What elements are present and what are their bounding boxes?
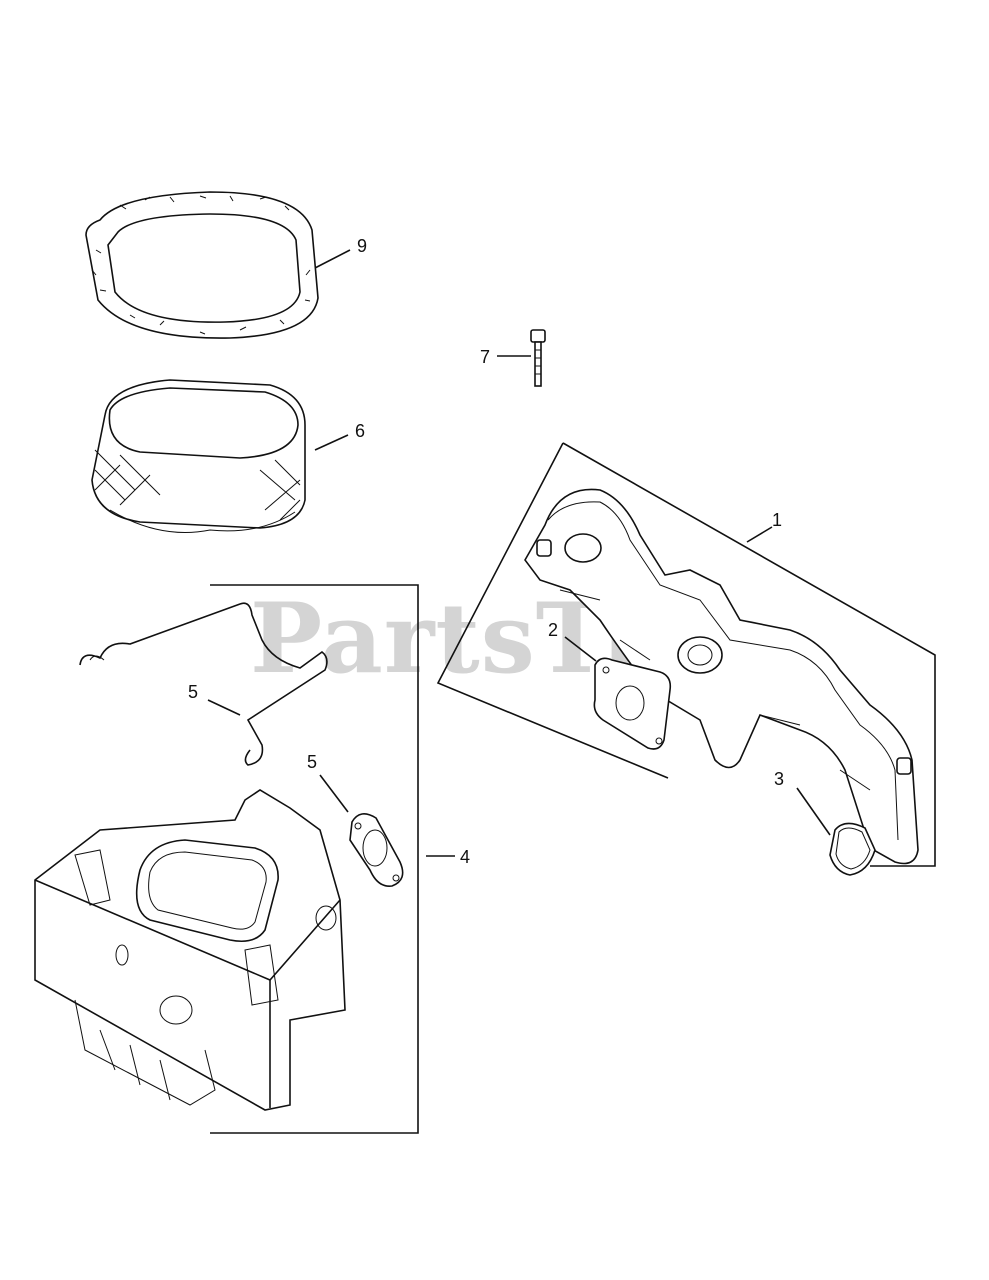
callout-8: 7 xyxy=(480,347,531,367)
part-5-gasket xyxy=(349,813,404,887)
callout-9: 9 xyxy=(314,236,367,269)
callout-5-label: 5 xyxy=(307,752,317,772)
callout-4-label: 4 xyxy=(460,847,470,867)
callout-9-label: 9 xyxy=(357,236,367,256)
part-1-intake-manifold xyxy=(524,488,919,865)
callout-1-label: 1 xyxy=(772,510,782,530)
callout-3-label: 3 xyxy=(774,769,784,789)
part-9-precleaner xyxy=(85,191,319,339)
callout-3: 3 xyxy=(774,769,831,836)
callout-8-label: 7 xyxy=(480,347,490,367)
bracket-4 xyxy=(210,584,419,1134)
part-8-bolt xyxy=(530,329,546,387)
part-4-air-cleaner-base xyxy=(34,789,346,1111)
part-3-o-ring xyxy=(829,822,876,876)
callout-1: 1 xyxy=(746,510,782,543)
callout-6-label: 5 xyxy=(188,682,198,702)
part-7-filter-element xyxy=(91,379,306,533)
callout-6: 5 xyxy=(188,682,241,716)
callout-4: 4 xyxy=(426,847,470,867)
part-6-retaining-wire xyxy=(79,602,328,766)
callout-5: 5 xyxy=(307,752,349,813)
callout-2-label: 2 xyxy=(548,620,558,640)
bracket-1 xyxy=(436,442,936,867)
callout-7: 6 xyxy=(314,421,365,451)
part-2-gasket xyxy=(593,657,672,750)
callout-2: 2 xyxy=(548,620,597,662)
callout-7-label: 6 xyxy=(355,421,365,441)
